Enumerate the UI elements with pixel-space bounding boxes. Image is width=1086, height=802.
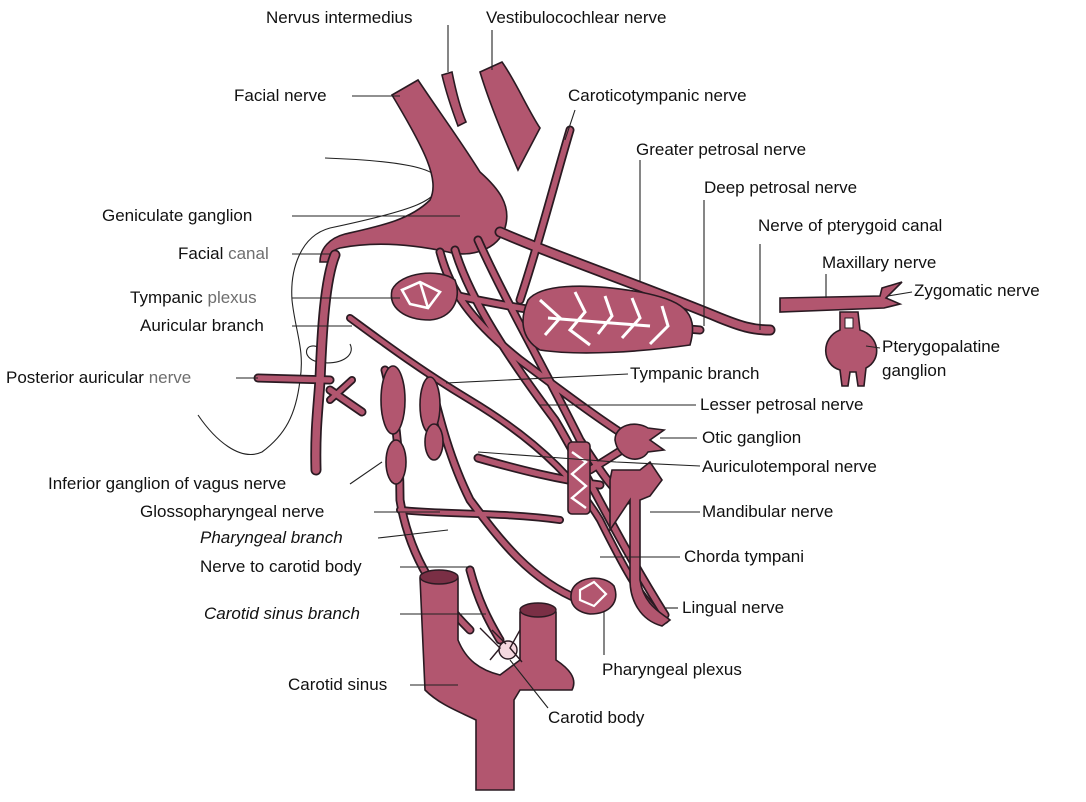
label-pterygopalatine-line2: ganglion [882,361,946,381]
label-chorda-tympani: Chorda tympani [684,547,804,567]
label-nerve-to-carotid-body: Nerve to carotid body [200,557,362,577]
label-tympanic-plexus: Tympanic plexus [130,288,257,308]
label-carotid-sinus: Carotid sinus [288,675,387,695]
label-deep-petrosal-nerve: Deep petrosal nerve [704,178,857,198]
label-posterior-auricular-muted: nerve [149,368,192,387]
label-lingual-nerve: Lingual nerve [682,598,784,618]
label-inferior-ganglion-of-vagus: Inferior ganglion of vagus nerve [48,474,286,494]
label-lesser-petrosal-nerve: Lesser petrosal nerve [700,395,863,415]
label-carotid-sinus-branch: Carotid sinus branch [204,604,360,624]
facial-canal-loop [306,344,351,363]
label-carotid-body: Carotid body [548,708,644,728]
label-auriculotemporal-nerve: Auriculotemporal nerve [702,457,877,477]
label-maxillary-nerve: Maxillary nerve [822,253,936,273]
label-tympanic-plexus-muted: plexus [207,288,256,307]
maxillary-nerve-shape [780,282,902,312]
vestibulocochlear-nerve-shape [480,62,540,170]
label-tympanic-branch: Tympanic branch [630,364,759,384]
external-carotid-lumen [520,603,556,617]
label-zygomatic-nerve: Zygomatic nerve [914,281,1040,301]
label-pharyngeal-branch: Pharyngeal branch [200,528,343,548]
label-pharyngeal-plexus: Pharyngeal plexus [602,660,742,680]
label-auricular-branch: Auricular branch [140,316,264,336]
label-posterior-auricular-main: Posterior auricular [6,368,144,387]
carotid-body-shape [499,641,517,659]
label-vestibulocochlear-nerve: Vestibulocochlear nerve [486,8,667,28]
tympanic-plexus-network [391,273,457,320]
label-nervus-intermedius: Nervus intermedius [266,8,412,28]
label-facial-canal-main: Facial [178,244,223,263]
pharyngeal-plexus-network [571,578,616,614]
label-facial-nerve: Facial nerve [234,86,327,106]
internal-carotid-lumen [420,570,458,584]
label-otic-ganglion: Otic ganglion [702,428,801,448]
inferior-ganglion-lower-shape [386,440,406,484]
otic-ganglion-shape [615,424,664,459]
inferior-ganglion-of-vagus-shape [381,366,405,434]
facial-nerve-shape [320,80,507,262]
nervus-intermedius-shape [442,72,466,126]
label-pterygopalatine-line1: Pterygopalatine [882,337,1000,357]
label-caroticotympanic-nerve: Caroticotympanic nerve [568,86,747,106]
otic-plexus-column [568,442,590,514]
label-posterior-auricular-nerve: Posterior auricular nerve [6,368,191,388]
label-geniculate-ganglion: Geniculate ganglion [102,206,252,226]
label-facial-canal-muted: canal [228,244,269,263]
label-nerve-of-pterygoid-canal: Nerve of pterygoid canal [758,216,942,236]
label-greater-petrosal-nerve: Greater petrosal nerve [636,140,806,160]
label-tympanic-plexus-main: Tympanic [130,288,203,307]
label-glossopharyngeal-nerve: Glossopharyngeal nerve [140,502,324,522]
label-facial-canal: Facial canal [178,244,269,264]
label-mandibular-nerve: Mandibular nerve [702,502,833,522]
glossopharyngeal-ganglion-lower-shape [425,424,443,460]
